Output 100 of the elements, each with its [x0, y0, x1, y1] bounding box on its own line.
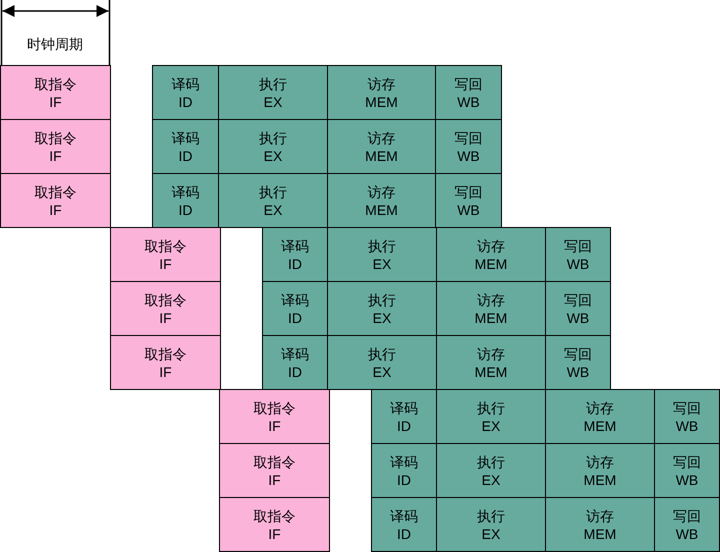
- stage-abbreviation: IF: [49, 92, 62, 110]
- stage-abbreviation: MEM: [365, 146, 398, 164]
- stage-abbreviation: IF: [159, 362, 172, 380]
- stage-abbreviation: EX: [482, 470, 500, 488]
- stage-abbreviation: WB: [676, 416, 698, 434]
- pipeline-stage-box: [654, 497, 720, 552]
- stage-abbreviation: EX: [264, 146, 282, 164]
- stage-name: 访存: [586, 452, 614, 470]
- fetch-stage-box: [219, 389, 330, 444]
- stage-name: 取指令: [34, 182, 76, 200]
- stage-name: 访存: [368, 182, 396, 200]
- stage-abbreviation: ID: [397, 416, 411, 434]
- stage-abbreviation: IF: [49, 146, 62, 164]
- pipeline-stage-box: [436, 335, 546, 390]
- stage-name: 访存: [368, 74, 396, 92]
- stage-abbreviation: EX: [372, 308, 392, 326]
- stage-name: 写回: [564, 344, 592, 362]
- stage-name: 写回: [454, 182, 482, 200]
- pipeline-stage-box: [545, 227, 611, 282]
- pipeline-stage-box: [436, 281, 546, 336]
- stage-abbreviation: MEM: [365, 92, 398, 110]
- stage-name: 译码: [390, 506, 418, 524]
- stage-name: 访存: [586, 506, 614, 524]
- stage-name: 写回: [564, 236, 592, 254]
- stage-name: 执行: [477, 506, 505, 524]
- pipeline-stage-box: [545, 497, 655, 552]
- pipeline-stage-box: [435, 173, 502, 228]
- pipeline-stage-box: [327, 281, 437, 336]
- stage-name: 写回: [564, 290, 592, 308]
- stage-abbreviation: WB: [676, 470, 698, 488]
- stage-abbreviation: IF: [49, 200, 62, 218]
- stage-name: 执行: [368, 236, 396, 254]
- stage-name: 执行: [477, 452, 505, 470]
- pipeline-stage-box: [327, 173, 436, 228]
- stage-abbreviation: WB: [676, 524, 698, 542]
- stage-abbreviation: EX: [264, 200, 282, 218]
- stage-name: 执行: [259, 182, 287, 200]
- stage-name: 译码: [390, 398, 418, 416]
- stage-abbreviation: MEM: [584, 524, 616, 542]
- stage-name: 取指令: [34, 128, 76, 146]
- stage-name: 执行: [368, 344, 396, 362]
- stage-abbreviation: MEM: [474, 254, 508, 272]
- pipeline-stage-box: [545, 443, 655, 498]
- pipeline-stage-box: [152, 173, 219, 228]
- pipeline-stage-box: [262, 281, 328, 336]
- stage-name: 执行: [259, 128, 287, 146]
- pipeline-stage-box: [654, 443, 720, 498]
- stage-name: 译码: [281, 290, 309, 308]
- stage-name: 访存: [477, 344, 505, 362]
- stage-name: 访存: [477, 236, 505, 254]
- stage-name: 译码: [390, 452, 418, 470]
- stage-abbreviation: ID: [178, 200, 192, 218]
- stage-abbreviation: WB: [566, 254, 590, 272]
- pipeline-stage-box: [436, 443, 546, 498]
- stage-name: 取指令: [254, 398, 296, 416]
- dimension-label: 时钟周期: [26, 36, 84, 54]
- stage-name: 执行: [368, 290, 396, 308]
- stage-abbreviation: ID: [178, 92, 192, 110]
- stage-abbreviation: IF: [159, 254, 172, 272]
- pipeline-stage-box: [371, 389, 437, 444]
- pipeline-stage-box: [152, 119, 219, 174]
- pipeline-stage-box: [327, 65, 436, 120]
- fetch-stage-box: [110, 281, 221, 336]
- stage-abbreviation: MEM: [584, 416, 616, 434]
- stage-abbreviation: IF: [159, 308, 172, 326]
- fetch-stage-box: [219, 497, 330, 552]
- pipeline-stage-box: [152, 65, 219, 120]
- pipeline-stage-box: [436, 497, 546, 552]
- fetch-stage-box: [0, 65, 111, 120]
- pipeline-stage-box: [218, 65, 328, 120]
- stage-abbreviation: EX: [482, 416, 500, 434]
- stage-abbreviation: WB: [566, 308, 590, 326]
- stage-name: 执行: [477, 398, 505, 416]
- pipeline-stage-box: [327, 119, 436, 174]
- stage-name: 译码: [281, 344, 309, 362]
- pipeline-stage-box: [262, 227, 328, 282]
- stage-name: 访存: [586, 398, 614, 416]
- pipeline-stage-box: [435, 119, 502, 174]
- fetch-stage-box: [110, 335, 221, 390]
- stage-name: 访存: [477, 290, 505, 308]
- pipeline-stage-box: [371, 443, 437, 498]
- stage-name: 取指令: [254, 506, 296, 524]
- pipeline-stage-box: [327, 227, 437, 282]
- stage-abbreviation: WB: [457, 146, 480, 164]
- stage-name: 访存: [368, 128, 396, 146]
- fetch-stage-box: [0, 119, 111, 174]
- stage-abbreviation: IF: [268, 524, 281, 542]
- stage-name: 译码: [172, 74, 200, 92]
- stage-abbreviation: EX: [372, 254, 392, 272]
- stage-name: 写回: [454, 74, 482, 92]
- stage-name: 译码: [172, 128, 200, 146]
- stage-abbreviation: MEM: [584, 470, 616, 488]
- stage-name: 取指令: [144, 344, 186, 362]
- stage-name: 写回: [673, 452, 701, 470]
- stage-abbreviation: ID: [288, 308, 302, 326]
- stage-abbreviation: WB: [457, 92, 480, 110]
- stage-name: 写回: [673, 506, 701, 524]
- stage-name: 译码: [172, 182, 200, 200]
- pipeline-stage-box: [436, 227, 546, 282]
- stage-abbreviation: WB: [566, 362, 590, 380]
